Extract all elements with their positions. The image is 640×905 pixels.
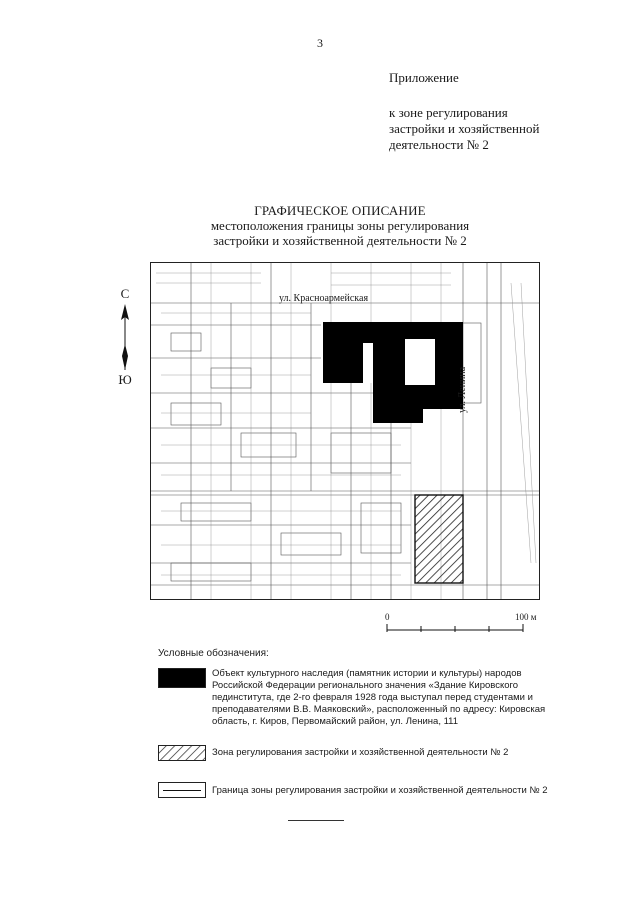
legend-text: Зона регулирования застройки и хозяйстве… xyxy=(212,747,509,758)
heritage-object-shape xyxy=(323,322,463,423)
legend-item-zone: Зона регулирования застройки и хозяйстве… xyxy=(158,745,553,765)
appendix-line: застройки и хозяйственной xyxy=(389,121,540,136)
title-line: местоположения границы зоны регулировани… xyxy=(210,218,470,233)
legend-text: Объект культурного наследия (памятник ис… xyxy=(212,668,546,727)
street-label-krasnoarmeyskaya: ул. Красноармейская xyxy=(279,293,369,304)
legend-item-boundary: Граница зоны регулирования застройки и х… xyxy=(158,782,553,802)
end-divider xyxy=(288,820,344,821)
heritage-swatch xyxy=(158,668,206,688)
regulation-zone-shape xyxy=(414,494,464,584)
cadastral-map: ул. Красноармейская ул. Ленина xyxy=(150,262,540,600)
appendix-line: к зоне регулирования xyxy=(389,105,508,120)
title-line: застройки и хозяйственной деятельности №… xyxy=(213,233,467,248)
appendix-heading: Приложение xyxy=(389,70,459,85)
scale-start: 0 xyxy=(385,612,390,622)
south-label: Ю xyxy=(118,372,132,387)
north-arrow: С Ю xyxy=(112,286,138,396)
legend-item-heritage: Объект культурного наследия (памятник ис… xyxy=(158,668,553,728)
legend-text: Граница зоны регулирования застройки и х… xyxy=(212,785,548,796)
title-line: ГРАФИЧЕСКОЕ ОПИСАНИЕ xyxy=(254,203,426,218)
page-number: 3 xyxy=(317,36,323,50)
legend-title: Условные обозначения: xyxy=(158,648,269,659)
hatch-swatch xyxy=(158,745,206,761)
document-title: ГРАФИЧЕСКОЕ ОПИСАНИЕ местоположения гран… xyxy=(140,203,540,248)
street-label-lenina: ул. Ленина xyxy=(457,366,468,413)
scale-ruler-icon xyxy=(386,624,524,632)
appendix-line: деятельности № 2 xyxy=(389,137,489,152)
north-label: С xyxy=(120,286,130,301)
appendix-block: Приложение к зоне регулирования застройк… xyxy=(389,70,629,153)
scale-end: 100 м xyxy=(515,612,537,622)
boundary-swatch xyxy=(158,782,206,798)
map-drawing xyxy=(151,263,539,599)
north-arrow-icon xyxy=(121,304,129,370)
scale-bar: 0 100 м xyxy=(385,612,545,638)
